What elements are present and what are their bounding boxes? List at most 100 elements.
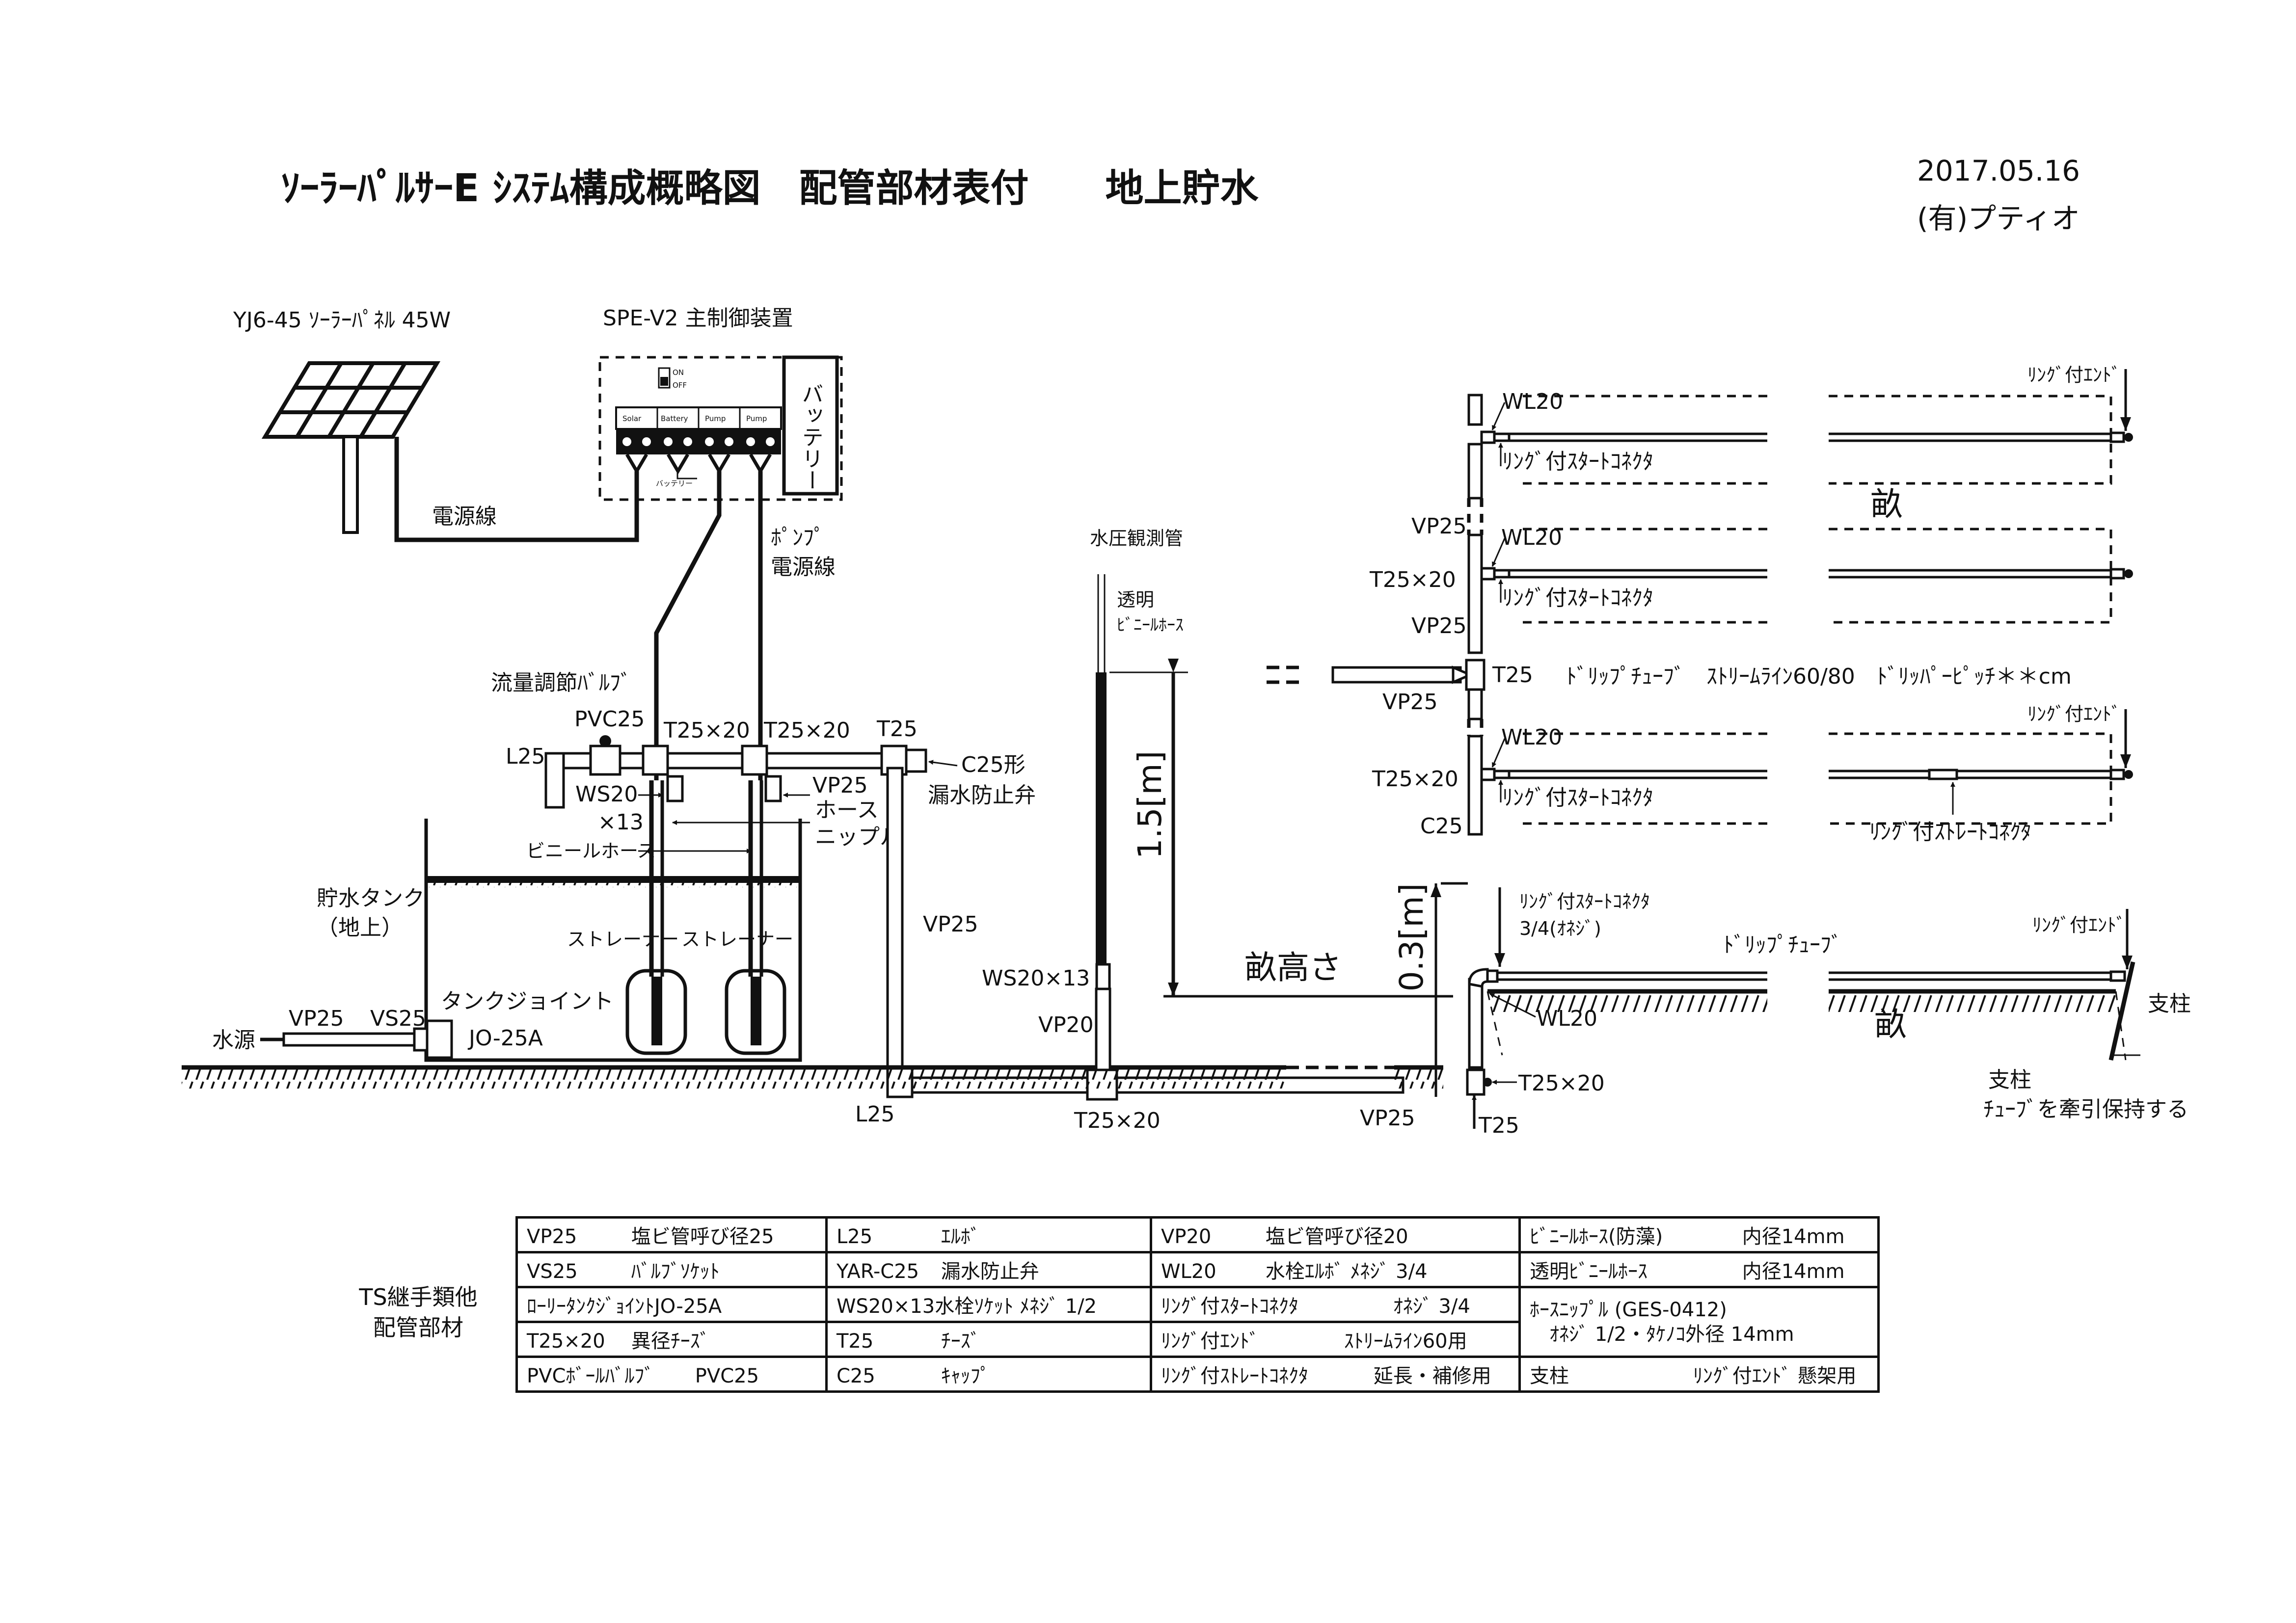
part-code: T25	[837, 1330, 874, 1353]
pump-cable-label-2: 電源線	[771, 555, 836, 580]
start-connector-label-2: ﾘﾝｸﾞ付ｽﾀｰﾄｺﾈｸﾀ	[1502, 585, 1653, 611]
part-code: ﾛｰﾘｰﾀﾝｸｼﾞｮｲﾝﾄ	[527, 1295, 654, 1318]
part-code: T25×20	[527, 1330, 605, 1353]
part-code: ﾎｰｽﾆｯﾌﾟﾙ	[1530, 1298, 1608, 1321]
part-desc: 塩ビ管呼び径20	[1265, 1225, 1408, 1248]
part-code: ﾘﾝｸﾞ付ｽﾀｰﾄｺﾈｸﾀ	[1161, 1295, 1298, 1318]
part-code: ﾋﾞﾆｰﾙﾎｰｽ(防藻)	[1530, 1225, 1663, 1248]
switch-off: OFF	[673, 381, 687, 390]
vp20-label: VP20	[1038, 1012, 1094, 1038]
part-code: VP20	[1161, 1225, 1212, 1248]
drip-row-3	[1480, 732, 2133, 825]
flow-valve-label: 流量調節ﾊﾞﾙﾌﾞ	[491, 670, 631, 695]
part-desc: ｴﾙﾎﾞ	[941, 1225, 980, 1248]
start-connector-side-1: ﾘﾝｸﾞ付ｽﾀｰﾄｺﾈｸﾀ	[1519, 891, 1650, 912]
terminal-battery-note: バッテリー	[656, 479, 693, 488]
gauge-title: 水圧観測管	[1090, 528, 1183, 549]
straight-connector-label: ﾘﾝｸﾞ付ｽﾄﾚｰﾄｺﾈｸﾀ	[1869, 820, 2031, 845]
part-desc: 内径14mm	[1742, 1225, 1845, 1248]
parts-cell: ﾘﾝｸﾞ付ｽﾀｰﾄｺﾈｸﾀ ｵﾈｼﾞ 3/4	[1150, 1286, 1521, 1323]
wl20-label-4: WL20	[1537, 1006, 1597, 1031]
strainer-label-2: ストレーナー	[681, 929, 793, 950]
part-code: ﾘﾝｸﾞ付ｴﾝﾄﾞ	[1161, 1330, 1259, 1353]
pvc25-label: PVC25	[574, 707, 645, 732]
hose-label: ホース	[815, 798, 879, 823]
part-desc: ﾁｰｽﾞ	[941, 1330, 980, 1353]
drip-row-1	[1480, 395, 2133, 485]
table-row: T25×20 異径ﾁｰｽﾞ T25 ﾁｰｽﾞ ﾘﾝｸﾞ付ｴﾝﾄﾞ ｽﾄﾘｰﾑﾗｲ…	[515, 1321, 1879, 1358]
parts-cell: C25 ｷｬｯﾌﾟ	[825, 1356, 1152, 1393]
part-code: 支柱	[1530, 1365, 1569, 1387]
t25-top-label: T25	[876, 717, 918, 742]
ridge-label-2: 畝	[1874, 1006, 1907, 1043]
terminal-battery: Battery	[661, 414, 688, 423]
terminal-pump-2: Pump	[746, 414, 767, 423]
parts-caption: TS継手類他 配管部材	[350, 1282, 487, 1343]
tank-label-1: 貯水タンク	[317, 886, 425, 911]
start-connector-label-1: ﾘﾝｸﾞ付ｽﾀｰﾄｺﾈｸﾀ	[1502, 449, 1653, 474]
water-tank	[424, 819, 802, 1062]
part-desc: 内径14mm	[1742, 1260, 1845, 1283]
post-note-1: 支柱	[1988, 1067, 2031, 1092]
part-code: 透明ﾋﾞﾆｰﾙﾎｰｽ	[1530, 1260, 1648, 1283]
t25-field-label: T25	[1492, 663, 1533, 688]
part-desc: 水栓ｴﾙﾎﾞ ﾒﾈｼﾞ 3/4	[1265, 1260, 1428, 1283]
post-note-2: ﾁｭｰﾌﾞを牽引保持する	[1983, 1097, 2188, 1122]
pump-cable-label-1: ﾎﾟﾝﾌﾟ	[771, 525, 825, 550]
solar-panel	[261, 361, 441, 534]
part-code: WL20	[1161, 1260, 1216, 1283]
pump-right	[725, 780, 786, 1055]
controller-label: SPE-V2 主制御装置	[603, 306, 793, 331]
t25x20-label-a: T25×20	[663, 718, 750, 743]
parts-cell: ﾛｰﾘｰﾀﾝｸｼﾞｮｲﾝﾄJO-25A	[515, 1286, 828, 1323]
vinyl-hose-label: ビニールホース	[526, 840, 656, 862]
vp25-riser-label: VP25	[923, 912, 978, 937]
vp25-field-label-2: VP25	[1411, 613, 1467, 639]
terminal-pump-1: Pump	[705, 414, 726, 423]
part-desc: 延長・補修用	[1373, 1365, 1491, 1387]
parts-cell: L25 ｴﾙﾎﾞ	[825, 1216, 1152, 1253]
table-row: VP25 塩ビ管呼び径25 L25 ｴﾙﾎﾞ VP20 塩ビ管呼び径20 ﾋﾞﾆ…	[515, 1216, 1880, 1253]
part-code: L25	[837, 1225, 873, 1248]
wl20-label-3: WL20	[1501, 725, 1562, 750]
part-desc: ｷｬｯﾌﾟ	[941, 1365, 990, 1387]
parts-cell: VS25 ﾊﾞﾙﾌﾞｿｹｯﾄ	[515, 1251, 828, 1288]
tank-label-2: （地上）	[317, 915, 403, 940]
power-cable-label: 電源線	[432, 504, 497, 529]
gauge-clear-1: 透明	[1117, 589, 1154, 611]
parts-caption-line-1: TS継手類他	[359, 1284, 478, 1310]
parts-cell: VP25 塩ビ管呼び径25	[515, 1216, 828, 1253]
part-desc: PVC25	[695, 1365, 759, 1387]
ground-line	[182, 1065, 1443, 1089]
wl20-label-1: WL20	[1502, 389, 1563, 414]
part-desc: (GES-0412)	[1614, 1298, 1727, 1321]
part-code: VP25	[527, 1225, 577, 1248]
post-label: 支柱	[2148, 991, 2191, 1016]
parts-cell: YAR-C25 漏水防止弁	[825, 1251, 1152, 1288]
gauge-tube	[1095, 574, 1111, 1071]
ws20x13-label: WS20×13	[982, 966, 1090, 991]
t25-bottom-label: T25	[1478, 1113, 1519, 1138]
jo25a-label: JO-25A	[467, 1026, 543, 1051]
pump-cable-1	[654, 471, 722, 780]
part-desc: ｽﾄﾘｰﾑﾗｲﾝ60用	[1344, 1330, 1467, 1353]
ridge-label-1: 畝	[1870, 485, 1903, 523]
t25x20-field-label-2: T25×20	[1372, 767, 1459, 792]
battery-label: バッテリー	[798, 383, 823, 491]
ring-end-label-3: ﾘﾝｸﾞ付ｴﾝﾄﾞ	[2032, 914, 2126, 936]
parts-cell: WL20 水栓ｴﾙﾎﾞ ﾒﾈｼﾞ 3/4	[1150, 1251, 1521, 1288]
parts-table: VP25 塩ビ管呼び径25 L25 ｴﾙﾎﾞ VP20 塩ビ管呼び径20 ﾋﾞﾆ…	[515, 1216, 1880, 1393]
start-connector-label-3: ﾘﾝｸﾞ付ｽﾀｰﾄｺﾈｸﾀ	[1502, 785, 1653, 810]
part-code: WS20×13	[837, 1295, 935, 1318]
parts-cell: VP20 塩ビ管呼び径20	[1150, 1216, 1521, 1253]
part-desc-line-2: ｵﾈｼﾞ 1/2・ﾀｹﾉｺ外径 14mm	[1549, 1323, 1794, 1346]
leak-valve-label: 漏水防止弁	[928, 783, 1036, 808]
source-inlet	[282, 1019, 453, 1059]
drip-spec-label: ﾄﾞﾘｯﾌﾟﾁｭｰﾌﾞ ｽﾄﾘｰﾑﾗｲﾝ60/80 ﾄﾞﾘｯﾊﾟｰﾋﾟｯﾁ＊＊c…	[1566, 664, 2072, 689]
parts-cell: ﾘﾝｸﾞ付ｴﾝﾄﾞ ｽﾄﾘｰﾑﾗｲﾝ60用	[1150, 1321, 1521, 1358]
l25-bottom-label: L25	[855, 1102, 895, 1127]
parts-cell: ﾎｰｽﾆｯﾌﾟﾙ (GES-0412) ｵﾈｼﾞ 1/2・ﾀｹﾉｺ外径 14mm	[1518, 1286, 1880, 1358]
parts-cell: T25 ﾁｰｽﾞ	[825, 1321, 1152, 1358]
vp25-field-label-1: VP25	[1411, 514, 1467, 539]
